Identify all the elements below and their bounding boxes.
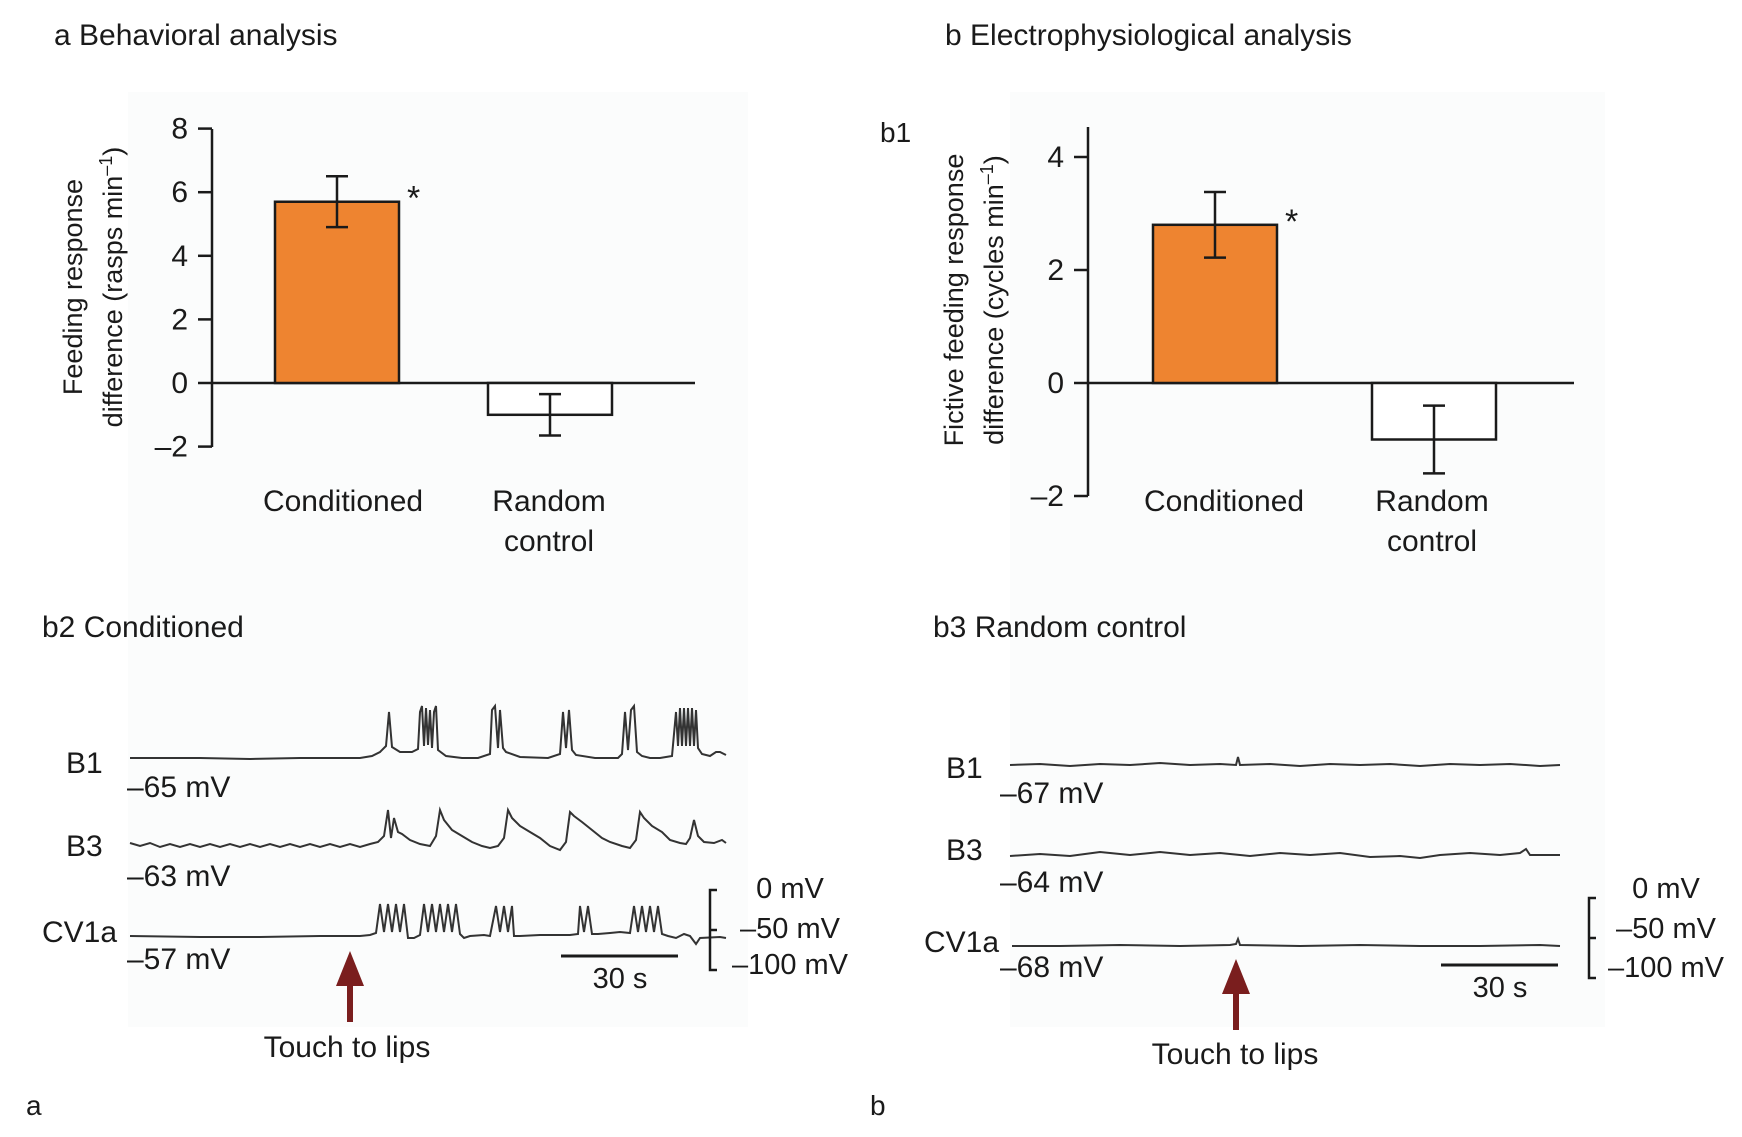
- time-scale-label-a: 30 s: [593, 963, 648, 995]
- voltage-scale-50mv-a: –50 mV: [740, 913, 841, 945]
- chart-b1-y-ticks: 4 2 0 –2: [1031, 141, 1088, 513]
- trace-panel-b-title: b3 Random control: [933, 611, 1186, 644]
- voltage-scale-0mv-a: 0 mV: [756, 873, 824, 905]
- trace-label-b1-random: B1: [946, 752, 983, 785]
- category-label-line: Conditioned: [1144, 485, 1304, 518]
- panel-a-background: [128, 92, 748, 1027]
- chart-a-error-bar: [326, 175, 348, 229]
- voltage-scale-50mv-b: –50 mV: [1616, 913, 1717, 945]
- chart-b1-ytick-label: –2: [1031, 480, 1064, 513]
- panel-a-title: a Behavioral analysis: [54, 19, 338, 52]
- chart-a-ytick-label: 6: [171, 176, 188, 209]
- chart-a-ytick-label: –2: [155, 431, 188, 464]
- trace-resting-b1-random: –67 mV: [1000, 777, 1103, 810]
- chart-a-ytick-label: 2: [171, 303, 188, 336]
- trace-resting-b1: –65 mV: [127, 771, 230, 804]
- traces-random-control: b3 Random control B1 –67 mV B3 –64 mV CV…: [924, 611, 1725, 1071]
- category-label-line: Random: [1375, 485, 1488, 518]
- chart-a-bar-conditioned: [273, 200, 401, 385]
- corner-label-a: a: [26, 1090, 42, 1121]
- chart-a-ytick-label: 0: [171, 367, 188, 400]
- traces-conditioned: b2 Conditioned B1 –65 mV B3 –63 mV CV1a …: [42, 611, 849, 1064]
- chart-b1-ylabel-text: difference (cycles min: [979, 184, 1009, 445]
- chart-b1-fictive-feeding: 4 2 0 –2 * Fictive feeding response differe…: [939, 127, 1574, 558]
- corner-label-b: b: [870, 1090, 886, 1121]
- stimulus-label-b: Touch to lips: [1152, 1038, 1319, 1071]
- category-label-line: Random: [492, 485, 605, 518]
- chart-a-ylabel-line1: Feeding response: [58, 179, 88, 395]
- trace-resting-b3: –63 mV: [127, 860, 230, 893]
- chart-b1-ylabel-exponent: –1: [977, 164, 997, 184]
- chart-b1-ytick-label: 2: [1047, 254, 1064, 287]
- trace-label-cv1a-random: CV1a: [924, 926, 999, 959]
- time-scale-label-b: 30 s: [1473, 972, 1528, 1004]
- stimulus-arrow-b: [1222, 959, 1250, 1030]
- chart-a-category-conditioned: Conditioned: [263, 485, 423, 518]
- chart-a-ylabel-close: ): [98, 147, 128, 156]
- trace-b1-conditioned: [130, 703, 727, 761]
- trace-b3-random: [1009, 847, 1560, 860]
- category-label-line: control: [1387, 525, 1477, 558]
- chart-a-feeding-response: 8 6 4 2 0 –2 * Feeding response difference (r…: [58, 113, 695, 558]
- trace-label-b3-random: B3: [946, 834, 983, 867]
- category-label-line: Conditioned: [263, 485, 423, 518]
- chart-a-ylabel-line2: difference (rasps min–1): [96, 147, 128, 428]
- trace-b3-conditioned: [129, 806, 727, 852]
- voltage-scale-bracket-b: [1587, 896, 1596, 980]
- voltage-scale-bracket-a: [708, 888, 717, 972]
- chart-a-ylabel-text: difference (rasps min: [98, 176, 128, 428]
- trace-label-cv1a: CV1a: [42, 916, 117, 949]
- stimulus-arrow-a: [336, 951, 364, 1022]
- trace-b1-random: [1009, 756, 1561, 768]
- chart-a-significance-star: *: [407, 180, 420, 218]
- voltage-scale-0mv-b: 0 mV: [1632, 873, 1700, 905]
- chart-b1-category-conditioned: Conditioned: [1144, 485, 1304, 518]
- chart-a-y-ticks: 8 6 4 2 0 –2: [155, 113, 212, 464]
- panel-b-background: [1010, 92, 1605, 1027]
- chart-b1-ylabel-line2: difference (cycles min–1): [977, 155, 1009, 445]
- trace-label-b3: B3: [66, 830, 103, 863]
- trace-resting-cv1a: –57 mV: [127, 943, 230, 976]
- stimulus-label-a: Touch to lips: [264, 1031, 431, 1064]
- chart-a-ytick-label: 8: [171, 113, 188, 146]
- panel-b1-label: b1: [880, 117, 911, 148]
- chart-a-ylabel-exponent: –1: [96, 156, 116, 176]
- trace-cv1a-random: [1012, 936, 1561, 948]
- chart-b1-bars: *: [1151, 190, 1498, 475]
- panel-b-title: b Electrophysiological analysis: [945, 19, 1352, 52]
- chart-b1-category-random-control: Random control: [1375, 485, 1488, 558]
- chart-b1-significance-star: *: [1285, 203, 1298, 241]
- chart-a-ytick-label: 4: [171, 240, 188, 273]
- chart-b1-error-bar: [1204, 190, 1226, 259]
- chart-a-category-random-control: Random control: [492, 485, 605, 558]
- chart-b1-ytick-label: 0: [1047, 367, 1064, 400]
- trace-resting-cv1a-random: –68 mV: [1000, 951, 1103, 984]
- voltage-scale-100mv-b: –100 mV: [1608, 952, 1725, 984]
- trace-cv1a-conditioned: [129, 903, 727, 946]
- chart-a-error-bar: [539, 392, 561, 437]
- chart-b1-ylabel-close: ): [979, 155, 1009, 164]
- category-label-line: control: [504, 525, 594, 558]
- trace-label-b1: B1: [66, 747, 103, 780]
- trace-panel-a-title: b2 Conditioned: [42, 611, 244, 644]
- chart-b1-ylabel-line1: Fictive feeding response: [939, 154, 969, 447]
- chart-b1-ytick-label: 4: [1047, 141, 1064, 174]
- trace-resting-b3-random: –64 mV: [1000, 866, 1103, 899]
- voltage-scale-100mv-a: –100 mV: [732, 949, 849, 981]
- chart-a-bars: *: [273, 175, 614, 437]
- chart-b1-error-bar: [1423, 404, 1445, 475]
